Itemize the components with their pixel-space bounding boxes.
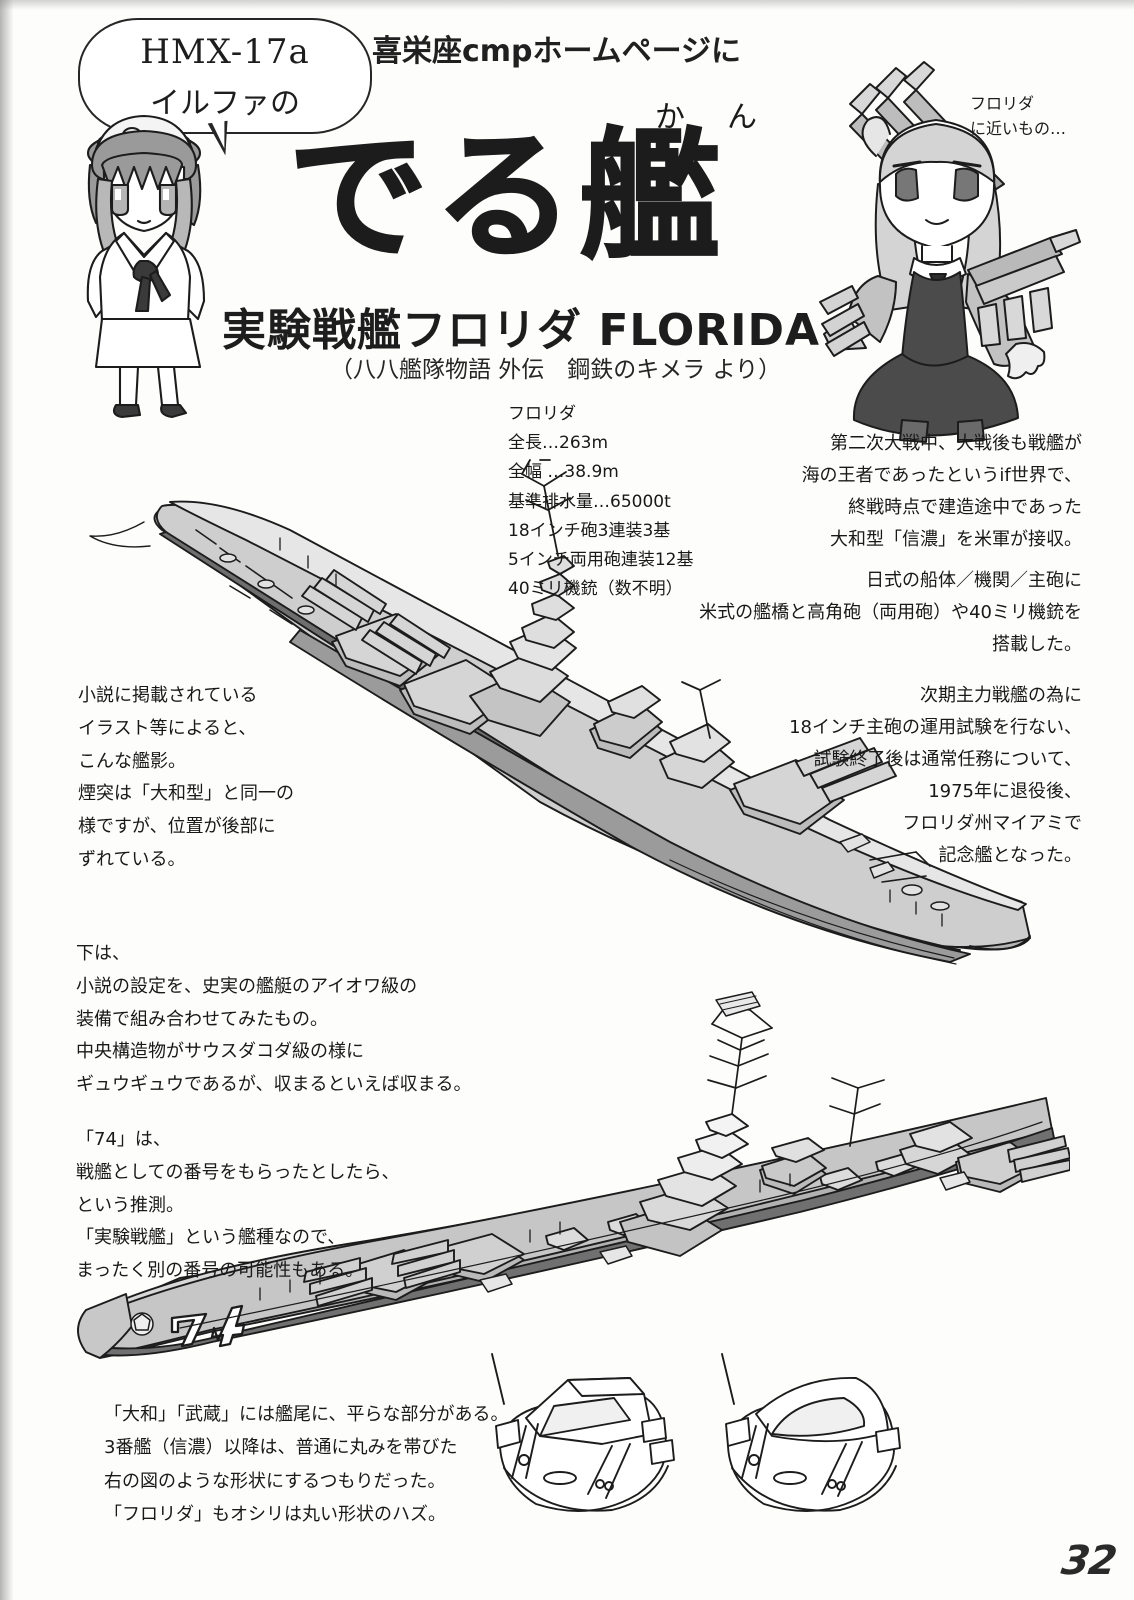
body-text-left-1: 小説に掲載されている イラスト等によると、 こんな艦影。 煙突は「大和型」と同一… [78,685,294,870]
note-florida-like: フロリダ に近いもの… [970,94,1067,138]
scan-edge-left [0,0,16,1600]
source-credit: （八八艦隊物語 外伝 鋼鉄のキメラ より） [330,357,782,383]
body-text-mid-left-1: 下は、 小説の設定を、史実の艦艇のアイオワ級の 装備で組み合わせてみたもの。 中… [76,943,472,1095]
speech-bubble-line-2: イルファの [150,86,300,121]
sailor-girl-character [62,105,232,420]
body-text-mid-left-2: 「74」は、 戦艦としての番号をもらったとしたら、 という推測。 「実験戦艦」と… [76,1129,400,1281]
body-text-right-3: 次期主力戦艦の為に 18インチ主砲の運用試験を行ない、 試験終了後は通常任務につ… [789,685,1082,867]
stern-detail-round-diagram [710,1348,920,1528]
speech-bubble: HMX-17a イルファの [78,18,372,134]
body-text-right-1: 第二次大戦中、大戦後も戦艦が 海の王者であったというif世界で、 終戦時点で建造… [801,433,1082,551]
speech-bubble-line-1: HMX-17a [140,32,310,72]
stern-detail-flat-diagram [482,1348,692,1528]
scan-edge-top [0,0,1134,10]
battleship-florida-iowa-kitbash-profile [60,980,1070,1400]
masthead-kicker: 喜栄座cmpホームページに [372,34,742,69]
page-title: でる艦 [287,116,727,279]
spec-block: フロリダ 全長…263m 全幅 …38.9m 基準排水量…65000t 18イン… [508,404,694,600]
bottom-caption: 「大和」「武蔵」には艦尾に、平らな部分がある。 3番艦（信濃）以降は、普通に丸み… [104,1404,509,1526]
masthead-ruby: かん [655,100,799,135]
ship-name-heading: 実験戦艦フロリダ FLORIDA [222,305,821,356]
battleship-florida-novel-profile [70,390,1070,990]
body-text-right-2: 日式の船体／機関／主砲に 米式の艦橋と高角砲（両用砲）や40ミリ機銃を 搭載した… [699,570,1082,656]
turret-girl-character [818,58,1088,448]
page-number: 32 [1059,1538,1120,1584]
